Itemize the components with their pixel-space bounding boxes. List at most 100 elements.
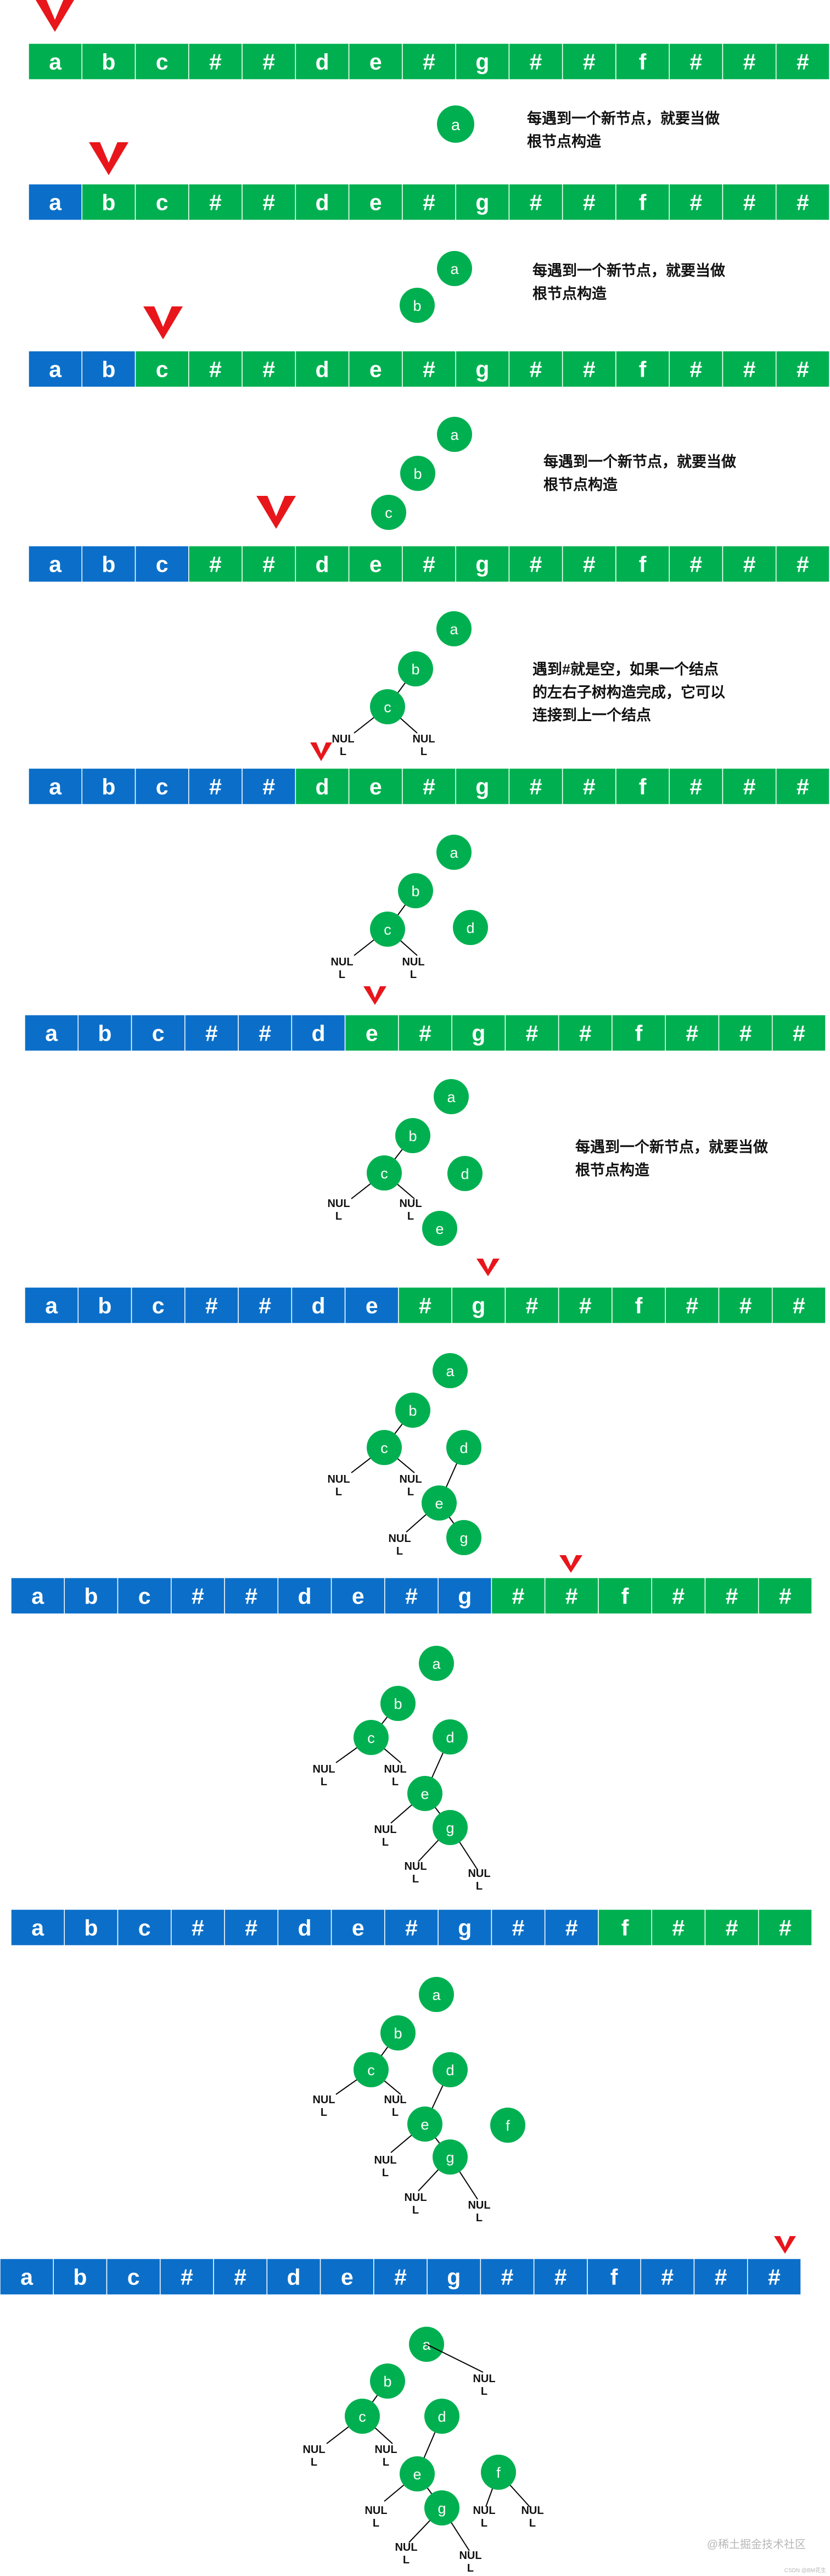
null-leaf-line: NUL	[384, 1763, 406, 1775]
tree-node-label: b	[411, 661, 419, 678]
tree-node: e	[400, 2456, 435, 2491]
sequence-cell-label: g	[475, 552, 489, 577]
sequence-cell	[438, 1909, 492, 1946]
sequence-cell	[587, 2258, 641, 2295]
tree-node: c	[354, 1720, 389, 1755]
tree-node: b	[395, 1393, 430, 1428]
tree-node-circle	[447, 1156, 483, 1191]
sequence-cell-label: #	[501, 2265, 514, 2290]
tree-node: e	[422, 1485, 457, 1521]
sequence-cell-label: c	[138, 1915, 151, 1941]
sequence-cell	[669, 768, 724, 805]
sequence-cell	[348, 43, 403, 80]
tree-node: c	[370, 912, 405, 947]
sequence-cell-label: #	[583, 552, 596, 577]
sequence-cell-label: a	[45, 1293, 58, 1318]
sequence-cell	[242, 43, 296, 80]
null-leaf-line: L	[407, 1486, 414, 1498]
sequence-cell	[771, 1287, 826, 1324]
sequence-cell	[188, 768, 243, 805]
sequence-cell-label: c	[152, 1021, 165, 1046]
null-leaf-line: L	[403, 2554, 410, 2566]
sequence-cell-label: f	[610, 2265, 618, 2290]
sequence-cell-label: g	[475, 190, 489, 215]
sequence-cell-label: g	[458, 1584, 472, 1609]
sequence-cell-label: a	[49, 357, 62, 382]
tree-node-circle	[453, 910, 488, 945]
tree-node-circle	[367, 1155, 402, 1191]
sequence-cell	[184, 1287, 239, 1324]
null-leaf-line: L	[382, 2167, 389, 2179]
sequence-cell-label: #	[181, 2265, 193, 2290]
pointer-arrow-icon	[559, 1555, 582, 1573]
tree-node: a	[437, 417, 472, 452]
sequence-cell-label: #	[672, 1584, 685, 1609]
null-leaf-line: NUL	[374, 2444, 397, 2456]
sequence-cell-label: #	[565, 1915, 578, 1941]
tree-node-circle	[446, 1430, 481, 1465]
null-leaf-line: L	[412, 2204, 419, 2216]
sequence-cell	[295, 350, 350, 388]
tree-node: c	[354, 2052, 389, 2087]
null-leaf-line: L	[373, 2517, 379, 2529]
sequence-cell	[348, 545, 403, 583]
sequence-cell	[669, 43, 724, 80]
sequence-cell	[758, 1909, 812, 1946]
sequence-cell-label: #	[743, 357, 756, 382]
sequence-cell-label: a	[49, 190, 62, 215]
sequence-cell	[669, 545, 724, 583]
sequence-cell-label: f	[639, 774, 647, 800]
tree-node-label: b	[394, 1696, 402, 1712]
sequence-cell-label: c	[152, 1293, 165, 1318]
sequence-cell	[277, 1909, 332, 1946]
tree-node-circle	[380, 2015, 416, 2050]
tree-node-circle	[367, 1430, 402, 1465]
tree-node-circle	[400, 456, 435, 491]
sequence-cell-label: b	[98, 1021, 111, 1046]
sequence-cell	[704, 1909, 759, 1946]
sequence-cell	[64, 1577, 119, 1614]
sequence-cell-label: g	[475, 49, 489, 75]
tree-node: d	[433, 1719, 468, 1754]
sequence-cell	[491, 1909, 546, 1946]
sequence-cell	[134, 43, 189, 80]
sequence-cell-label: #	[192, 1584, 204, 1609]
sequence-cell	[455, 545, 510, 583]
tree-node-circle	[419, 1646, 454, 1681]
tree-node: e	[407, 1776, 442, 1811]
sequence-cell-label: #	[726, 1915, 738, 1941]
sequence-cell-label: a	[45, 1021, 58, 1046]
sequence-cell	[384, 1909, 439, 1946]
tree-node: c	[367, 1155, 402, 1191]
sequence-cell-label: c	[127, 2265, 140, 2290]
sequence-cell	[665, 1014, 720, 1052]
pointer-shape	[310, 742, 332, 761]
sequence-cell-label: #	[579, 1293, 592, 1318]
tree-node-label: a	[432, 1987, 441, 2003]
sequence-cell	[775, 183, 830, 221]
sequence-cell-label: #	[530, 774, 542, 800]
sequence-cell-label: #	[259, 1293, 271, 1318]
sequence-cell	[224, 1577, 279, 1614]
sequence-cell-label: #	[797, 190, 809, 215]
sequence-cell	[455, 43, 510, 80]
null-leaf-line: NUL	[388, 1533, 411, 1545]
pointer-arrow-icon	[310, 742, 332, 761]
sequence-cell-label: b	[73, 2265, 87, 2290]
tree-node-label: a	[450, 261, 459, 277]
sequence-cell	[81, 545, 136, 583]
sequence-cell-label: #	[689, 552, 702, 577]
null-leaf-line: NUL	[404, 2192, 427, 2204]
sequence-cell	[131, 1287, 186, 1324]
annotation-line: 每遇到一个新节点，就要当做	[575, 1138, 768, 1155]
